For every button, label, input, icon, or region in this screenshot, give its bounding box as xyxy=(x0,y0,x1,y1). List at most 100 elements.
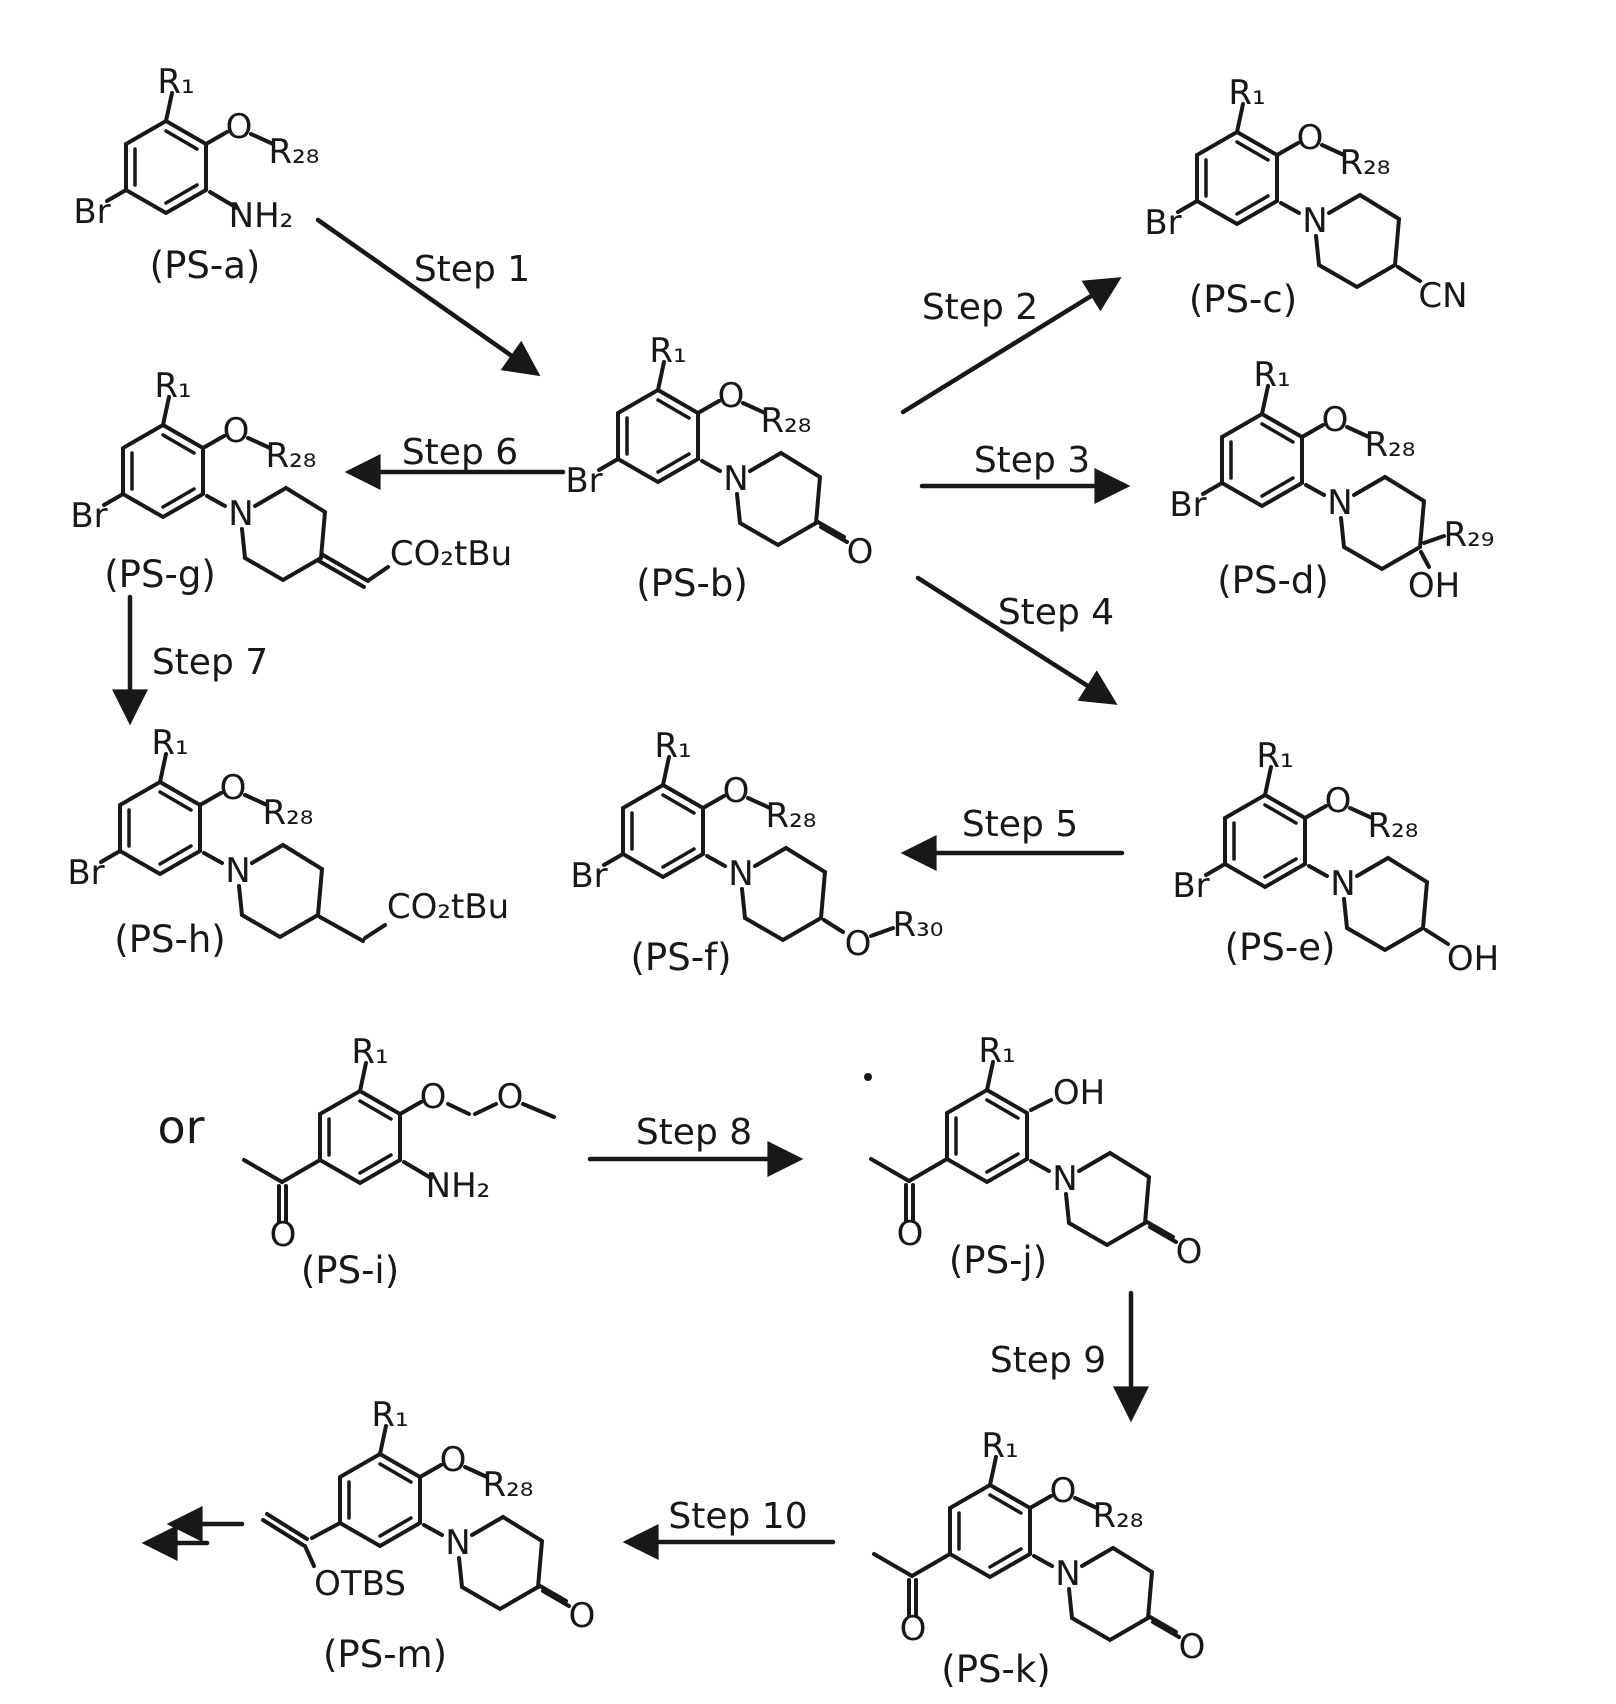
bond-r30 xyxy=(869,926,895,938)
step-5-label: Step 5 xyxy=(962,804,1078,845)
ps-h-label: (PS-h) xyxy=(114,918,225,961)
compound-ps-i: R₁ O O NH₂ O (PS-i) xyxy=(242,1032,556,1292)
ps-h-o: O xyxy=(220,768,247,808)
ps-k-r28: R₂₈ xyxy=(1093,1496,1144,1536)
piperidine-ring xyxy=(735,451,822,547)
bond-n xyxy=(1032,1554,1054,1568)
ps-f-r30: R₃₀ xyxy=(893,905,944,945)
ylidene-double-bond xyxy=(321,553,370,583)
bond-o xyxy=(1275,141,1300,157)
compound-ps-a: R₁ O R₂₈ Br NH₂ (PS-a) xyxy=(73,62,319,287)
step-4-arrow xyxy=(915,575,1118,705)
piperidine-ring xyxy=(1342,856,1429,952)
ps-c-nitrile: CN xyxy=(1418,276,1467,316)
ps-k-o: O xyxy=(1050,1471,1077,1511)
ps-h-r28: R₂₈ xyxy=(263,793,314,833)
benzene-ring xyxy=(1195,130,1279,226)
ps-m-r1: R₁ xyxy=(371,1395,408,1435)
ketone-double-bond xyxy=(816,520,849,544)
ps-b-ketone-o: O xyxy=(847,532,874,572)
ps-d-br: Br xyxy=(1169,485,1206,525)
ps-d-r29: R₂₉ xyxy=(1444,515,1495,555)
compound-ps-c: R₁ O R₂₈ Br N CN (PS-c) xyxy=(1144,73,1467,321)
ps-i-label: (PS-i) xyxy=(301,1249,399,1292)
bond-o xyxy=(1303,804,1328,820)
ps-b-br: Br xyxy=(565,461,602,501)
ps-d-oh: OH xyxy=(1408,566,1460,606)
step-8-label: Step 8 xyxy=(636,1112,752,1153)
bond-vinyl xyxy=(310,1521,342,1540)
ps-d-r28: R₂₈ xyxy=(1365,425,1416,465)
step-10-label: Step 10 xyxy=(668,1496,807,1537)
acetyl-group xyxy=(872,1552,952,1618)
ps-e-br: Br xyxy=(1172,866,1209,906)
bond-o xyxy=(201,434,226,450)
ps-j-label: (PS-j) xyxy=(949,1239,1047,1282)
ps-g-br: Br xyxy=(70,496,107,536)
ps-f-r28: R₂₈ xyxy=(766,796,817,836)
ps-e-r1: R₁ xyxy=(1256,736,1293,776)
bond-n xyxy=(1304,483,1326,497)
ps-f-br: Br xyxy=(570,856,607,896)
ps-e-r28: R₂₈ xyxy=(1368,806,1419,846)
bond-n xyxy=(705,854,727,868)
bond-mom-ch2 xyxy=(473,1102,498,1116)
step-2-label: Step 2 xyxy=(922,287,1038,328)
bond-r29 xyxy=(1422,534,1446,545)
ps-d-n: N xyxy=(1327,483,1352,523)
bond-ch2 xyxy=(318,915,365,943)
ps-a-r1: R₁ xyxy=(157,62,194,102)
ketone-double-bond xyxy=(538,1584,571,1608)
ps-k-r1: R₁ xyxy=(981,1426,1018,1466)
ps-b-label: (PS-b) xyxy=(636,562,748,605)
bond-o xyxy=(696,399,721,415)
ps-k-acetyl-o: O xyxy=(900,1609,927,1649)
benzene-ring xyxy=(118,780,202,876)
bond-o-r30 xyxy=(822,918,845,934)
compound-ps-e: R₁ O R₂₈ Br N OH (PS-e) xyxy=(1172,736,1499,979)
bond-mom-ch2 xyxy=(446,1102,471,1116)
ps-e-n: N xyxy=(1330,864,1355,904)
dot-artifact xyxy=(864,1073,872,1081)
ylidene-double-bond xyxy=(317,559,366,589)
bond-n xyxy=(1029,1159,1051,1173)
ps-i-o1: O xyxy=(420,1077,447,1117)
ps-a-nh2: NH₂ xyxy=(229,196,294,236)
ps-h-n: N xyxy=(225,851,250,891)
bond-n xyxy=(1279,201,1301,215)
ps-b-o: O xyxy=(718,376,745,416)
benzene-ring xyxy=(318,1089,402,1185)
bond-ester xyxy=(363,923,387,940)
vinyl-double-bond xyxy=(261,1518,305,1547)
ps-h-br: Br xyxy=(67,853,104,893)
step-1-arrow xyxy=(315,217,541,377)
step-4-label: Step 4 xyxy=(998,592,1114,633)
compound-ps-m: R₁ O R₂₈ OTBS N O (PS-m) xyxy=(261,1395,596,1676)
ps-c-r28: R₂₈ xyxy=(1340,143,1391,183)
step-3-label: Step 3 xyxy=(974,440,1090,481)
compound-ps-b: R₁ O R₂₈ Br N O (PS-b) xyxy=(565,331,873,605)
ps-k-n: N xyxy=(1055,1554,1080,1594)
ps-i-r1: R₁ xyxy=(351,1032,388,1072)
compound-ps-f: R₁ O R₂₈ Br N O R₃₀ (PS-f) xyxy=(570,726,943,979)
ketone-double-bond xyxy=(1148,1615,1181,1639)
bond-oh xyxy=(1419,550,1431,569)
compound-ps-k: R₁ O R₂₈ O N O (PS-k) xyxy=(872,1426,1206,1691)
ps-k-ketone-o: O xyxy=(1179,1627,1206,1667)
bond-o xyxy=(418,1463,443,1479)
ps-f-o2: O xyxy=(845,924,872,964)
ps-b-n: N xyxy=(723,459,748,499)
ps-e-o: O xyxy=(1325,781,1352,821)
ps-j-ketone-o: O xyxy=(1176,1232,1203,1272)
benzene-ring xyxy=(121,423,205,519)
ps-e-oh: OH xyxy=(1447,939,1499,979)
ps-c-r1: R₁ xyxy=(1228,73,1265,113)
piperidine-ring xyxy=(237,843,324,939)
bond-o xyxy=(398,1100,423,1116)
ps-f-label: (PS-f) xyxy=(630,936,731,979)
piperidine-ring xyxy=(1339,475,1426,571)
ps-m-ketone-o: O xyxy=(569,1596,596,1636)
benzene-ring xyxy=(948,1483,1032,1579)
ketone-double-bond xyxy=(1145,1220,1178,1244)
